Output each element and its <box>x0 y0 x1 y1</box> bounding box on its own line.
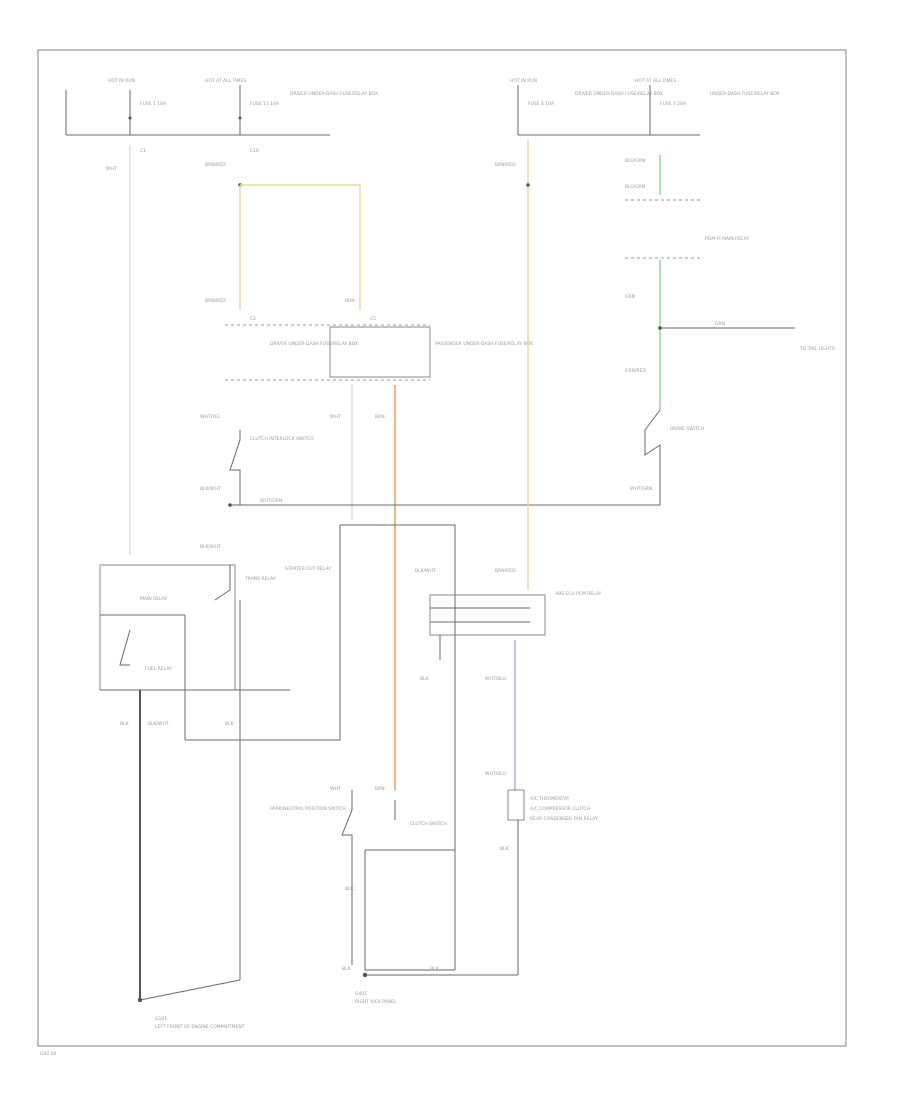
wire-label: WHT/YEL <box>200 414 221 420</box>
pin-label: C2 <box>250 316 256 322</box>
park-neutral-switch <box>341 790 353 965</box>
wire-label: BLK <box>342 966 352 972</box>
clutch-sw-label: CLUTCH SWITCH <box>410 821 447 827</box>
ground-label-1: G101 <box>155 1016 167 1022</box>
thermostat-label: A/C THERMOSTAT <box>530 796 570 802</box>
wire-label: BRN/RED <box>495 162 516 168</box>
box-label-4: DRIVER UNDER-DASH FUSE/RELAY BOX <box>575 91 663 97</box>
box-label-2: DRIVER UNDER-DASH FUSE/RELAY BOX <box>270 341 358 347</box>
pin-label: C1 <box>140 148 146 154</box>
rear-cond-label: REAR CONDENSER FAN RELAY <box>530 816 598 822</box>
wire-label: WHT/GRN <box>630 486 652 492</box>
ground-point <box>362 972 368 978</box>
wire-label: BLU/GRN <box>625 158 645 164</box>
fuel-relay-label: FUEL RELAY <box>145 666 172 672</box>
wire-label: BLK <box>430 966 440 972</box>
fuse-label-3: FUSE 4 10A <box>528 101 555 107</box>
wire-label: BLK/WHT <box>200 486 221 492</box>
abs-relay-label: ABS ECU PCM RELAY <box>555 591 602 597</box>
wire-label: BRN <box>345 298 355 304</box>
ground-label-2: G401 <box>355 991 367 997</box>
wire-label: GRN <box>715 321 725 327</box>
fuse-label-2: FUSE 13 10A <box>250 101 280 107</box>
wire-label: WHT/BLU <box>485 771 506 777</box>
wire-loop <box>185 524 456 970</box>
main-relay-label: MAIN RELAY <box>140 596 167 602</box>
compressor-label: A/C COMPRESSOR CLUTCH <box>530 806 590 812</box>
wire-label: BRN <box>375 414 385 420</box>
junction-dot <box>128 116 132 120</box>
abs-relay-box <box>429 594 546 636</box>
box-label-1: DRIVER UNDER-DASH FUSE/RELAY BOX <box>290 91 378 97</box>
wire-label: WHT/GRN <box>260 498 282 504</box>
diagram-frame <box>37 49 847 1047</box>
wire-label: BLK/WHT <box>415 568 436 574</box>
hot-label-2: HOT AT ALL TIMES <box>205 78 246 84</box>
wire-label: BRN/RED <box>495 568 516 574</box>
box-label-3: PASSENGER UNDER-DASH FUSE/RELAY BOX <box>435 341 533 347</box>
tail-lights-label: TO TAIL LIGHTS <box>799 346 835 352</box>
clutch-switch <box>229 430 241 505</box>
wire-label: BLU/GRN <box>625 184 645 190</box>
wire-label: BLK/WHT <box>148 721 169 727</box>
wire-label: BRN/RED <box>205 298 226 304</box>
pgm-box-label: UNDER-DASH FUSE/RELAY BOX <box>710 91 780 97</box>
hot-label-3: HOT IN RUN <box>510 78 537 84</box>
wire-label: GRN <box>625 294 635 300</box>
wire-label: BLK <box>120 721 130 727</box>
hot-label-4: HOT AT ALL TIMES <box>635 78 676 84</box>
trans-relay-box <box>329 326 431 378</box>
pgm-relay-label: PGM-FI MAIN RELAY <box>705 236 749 242</box>
ground-desc-1: LEFT FRONT OF ENGINE COMPARTMENT <box>155 1024 245 1030</box>
ground-bus <box>364 850 455 971</box>
brake-switch-label: BRAKE SWITCH <box>670 426 704 432</box>
wire-black <box>139 979 241 1001</box>
wire-label: BRN <box>375 786 385 792</box>
trans-relay-label: TRANS RELAY <box>244 576 276 582</box>
park-neutral-label: PARK/NEUTRAL POSITION SWITCH <box>270 806 346 812</box>
main-relay-switch <box>214 565 231 601</box>
wire-yellow <box>240 184 361 310</box>
footer-id: G00 00 <box>40 1051 57 1057</box>
fuse-label-1: FUSE 1 10A <box>140 101 167 107</box>
wire-label: BLK <box>345 886 355 892</box>
junction-dot <box>526 183 530 187</box>
fuel-relay-switch <box>119 629 131 666</box>
hot-label-1: HOT IN RUN <box>108 78 135 84</box>
junction-dot <box>228 503 232 507</box>
wire-label: BLK <box>225 721 235 727</box>
wire-label: BLK <box>420 676 430 682</box>
wire-label: BLK/WHT <box>200 544 221 550</box>
compressor-symbol <box>507 789 525 821</box>
wire-label: WHT <box>106 166 117 172</box>
fuse-label-4: FUSE 7 20A <box>660 101 687 107</box>
junction-dot <box>658 326 662 330</box>
wire-label: BLK <box>500 846 510 852</box>
junction-dot <box>238 116 242 120</box>
wire-label: BRN/RED <box>205 162 226 168</box>
pin-label: C5 <box>370 316 376 322</box>
wire-label: WHT <box>330 786 341 792</box>
starter-cut-label: STARTER CUT RELAY <box>285 566 331 572</box>
ground-point <box>137 997 143 1003</box>
wire-label: WHT/BLU <box>485 676 506 682</box>
ground-desc-2: RIGHT KICK PANEL <box>355 999 397 1005</box>
wire-label: GRN/RED <box>625 368 646 374</box>
pin-label: C16 <box>250 148 259 154</box>
brake-switch <box>644 409 661 505</box>
clutch-switch-label: CLUTCH INTERLOCK SWITCH <box>250 436 314 442</box>
wire-label: WHT <box>330 414 341 420</box>
